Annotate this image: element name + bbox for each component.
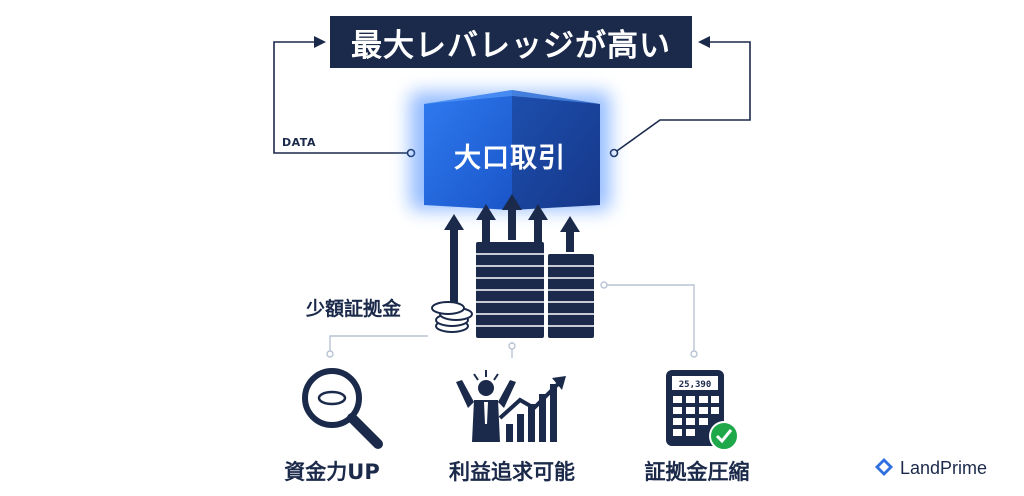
- coin-label: 少額証拠金: [306, 298, 402, 320]
- block-stack-lines: [476, 253, 544, 327]
- cube-label: 大口取引: [454, 142, 566, 174]
- up-arrows: [444, 194, 580, 302]
- data-label: DATA: [282, 136, 316, 149]
- bottom-label-profit: 利益追求可能: [449, 460, 575, 484]
- block-stack-small: [548, 254, 594, 338]
- bottom-label-capital: 資金力UP: [284, 460, 380, 484]
- connector-nodes: [326, 281, 698, 358]
- brand-name: LandPrime: [900, 457, 988, 478]
- magnifier-coin-icon: [302, 368, 383, 449]
- right-feedback-arrow: [609, 41, 751, 158]
- large-trade-cube: [424, 90, 600, 210]
- page-title: 最大レバレッジが高い: [330, 16, 692, 68]
- bottom-label-margin: 証拠金圧縮: [644, 460, 750, 484]
- calculator-display: 25,390: [679, 380, 712, 390]
- block-stack-small-lines: [548, 265, 594, 327]
- brand: LandPrime: [874, 456, 987, 480]
- landprime-logo-icon: [875, 458, 893, 476]
- businessman-growth-chart-icon: [456, 370, 566, 442]
- coin-stack-icon: [431, 301, 473, 333]
- left-arrowhead: [314, 36, 326, 48]
- calculator-check-icon: [666, 370, 739, 451]
- right-arrowhead: [698, 36, 710, 48]
